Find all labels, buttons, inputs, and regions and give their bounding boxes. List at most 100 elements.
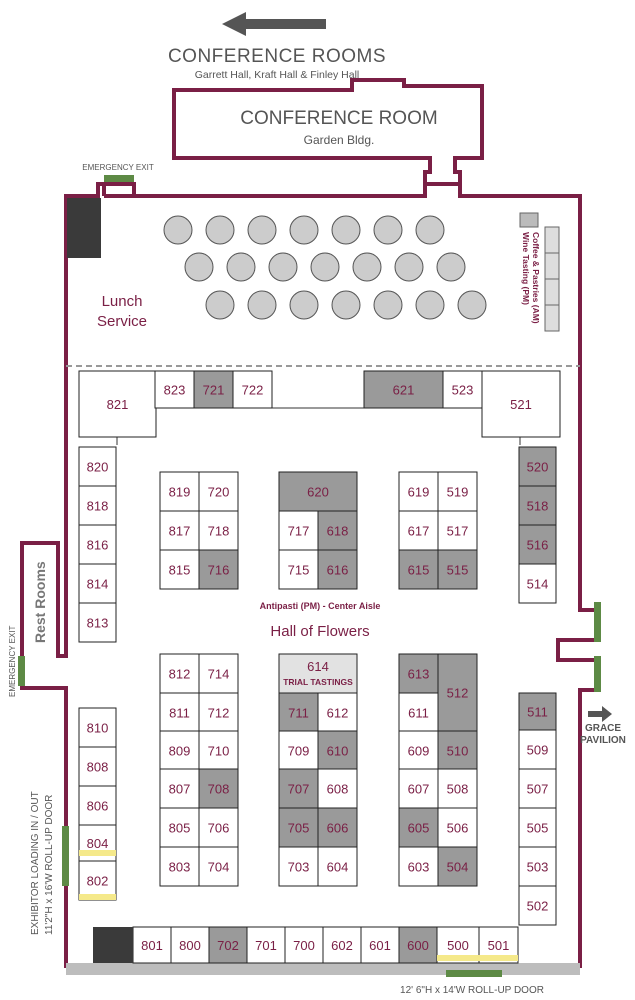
booth-806[interactable]: 806 <box>78 785 117 826</box>
booth-number: 619 <box>408 485 430 500</box>
booth-707[interactable]: 707 <box>278 768 319 809</box>
booth-box <box>198 807 239 848</box>
booth-519[interactable]: 519 <box>437 471 478 512</box>
booth-619[interactable]: 619 <box>398 471 439 512</box>
booth-816[interactable]: 816 <box>78 524 117 565</box>
booth-611[interactable]: 611 <box>398 692 439 733</box>
booth-number: 515 <box>447 563 469 578</box>
booth-722[interactable]: 722 <box>232 370 273 409</box>
booth-820[interactable]: 820 <box>78 446 117 487</box>
booth-504[interactable]: 504 <box>437 846 478 887</box>
booth-box <box>78 524 117 565</box>
booth-810[interactable]: 810 <box>78 707 117 748</box>
booth-717[interactable]: 717 <box>278 510 319 551</box>
booth-box <box>518 768 557 809</box>
booth-518[interactable]: 518 <box>518 485 557 526</box>
booth-number: 604 <box>327 860 349 875</box>
booth-814[interactable]: 814 <box>78 563 117 604</box>
booth-613[interactable]: 613 <box>398 653 439 694</box>
booth-512[interactable]: 512 <box>437 653 478 732</box>
booth-715[interactable]: 715 <box>278 549 319 590</box>
booth-703[interactable]: 703 <box>278 846 319 887</box>
booth-507[interactable]: 507 <box>518 768 557 809</box>
booth-813[interactable]: 813 <box>78 602 117 643</box>
booth-607[interactable]: 607 <box>398 768 439 809</box>
booth-box <box>198 471 239 512</box>
booth-818[interactable]: 818 <box>78 485 117 526</box>
booth-809[interactable]: 809 <box>159 730 200 771</box>
booth-601[interactable]: 601 <box>360 926 400 964</box>
booth-number: 615 <box>408 563 430 578</box>
booth-705[interactable]: 705 <box>278 807 319 848</box>
booth-701[interactable]: 701 <box>246 926 286 964</box>
booth-523[interactable]: 523 <box>442 370 483 409</box>
booth-708[interactable]: 708 <box>198 768 239 809</box>
booth-603[interactable]: 603 <box>398 846 439 887</box>
booth-511[interactable]: 511 <box>518 692 557 731</box>
booth-700[interactable]: 700 <box>284 926 324 964</box>
booth-600[interactable]: 600 <box>398 926 438 964</box>
booth-821[interactable]: 821 <box>78 370 157 438</box>
booth-712[interactable]: 712 <box>198 692 239 733</box>
booth-803[interactable]: 803 <box>159 846 200 887</box>
booth-510[interactable]: 510 <box>437 730 478 771</box>
booth-711[interactable]: 711 <box>278 692 319 733</box>
booth-606[interactable]: 606 <box>317 807 358 848</box>
booth-721[interactable]: 721 <box>193 370 234 409</box>
booth-610[interactable]: 610 <box>317 730 358 771</box>
booth-716[interactable]: 716 <box>198 549 239 590</box>
booth-800[interactable]: 800 <box>170 926 210 964</box>
booth-618[interactable]: 618 <box>317 510 358 551</box>
booth-709[interactable]: 709 <box>278 730 319 771</box>
conference-room-title: CONFERENCE ROOM <box>240 108 437 129</box>
booth-801[interactable]: 801 <box>132 926 172 964</box>
booth-box <box>154 370 195 409</box>
booth-706[interactable]: 706 <box>198 807 239 848</box>
booth-514[interactable]: 514 <box>518 563 557 604</box>
booth-621[interactable]: 621 <box>363 370 444 409</box>
booth-819[interactable]: 819 <box>159 471 200 512</box>
booth-number: 502 <box>527 899 549 914</box>
booth-520[interactable]: 520 <box>518 446 557 487</box>
booth-811[interactable]: 811 <box>159 692 200 733</box>
booth-508[interactable]: 508 <box>437 768 478 809</box>
booth-604[interactable]: 604 <box>317 846 358 887</box>
booth-823[interactable]: 823 <box>154 370 195 409</box>
lunch-table <box>226 252 256 282</box>
booth-609[interactable]: 609 <box>398 730 439 771</box>
booth-612[interactable]: 612 <box>317 692 358 733</box>
booth-805[interactable]: 805 <box>159 807 200 848</box>
booth-608[interactable]: 608 <box>317 768 358 809</box>
booth-720[interactable]: 720 <box>198 471 239 512</box>
booth-714[interactable]: 714 <box>198 653 239 694</box>
booth-815[interactable]: 815 <box>159 549 200 590</box>
booth-620[interactable]: 620 <box>278 471 358 512</box>
booth-718[interactable]: 718 <box>198 510 239 551</box>
booth-502[interactable]: 502 <box>518 885 557 926</box>
booth-812[interactable]: 812 <box>159 653 200 694</box>
booth-616[interactable]: 616 <box>317 549 358 590</box>
booth-702[interactable]: 702 <box>208 926 248 964</box>
booth-517[interactable]: 517 <box>437 510 478 551</box>
booth-505[interactable]: 505 <box>518 807 557 848</box>
booth-602[interactable]: 602 <box>322 926 362 964</box>
booth-802[interactable]: 802 <box>78 860 117 901</box>
booth-615[interactable]: 615 <box>398 549 439 590</box>
booth-817[interactable]: 817 <box>159 510 200 551</box>
booth-509[interactable]: 509 <box>518 729 557 770</box>
booth-704[interactable]: 704 <box>198 846 239 887</box>
booth-521[interactable]: 521 <box>481 370 561 438</box>
booth-515[interactable]: 515 <box>437 549 478 590</box>
booth-710[interactable]: 710 <box>198 730 239 771</box>
booth-number: 821 <box>107 397 129 412</box>
booth-617[interactable]: 617 <box>398 510 439 551</box>
booth-number: 512 <box>447 686 469 701</box>
emergency-exit-left-door <box>18 656 25 686</box>
booth-503[interactable]: 503 <box>518 846 557 887</box>
booth-506[interactable]: 506 <box>437 807 478 848</box>
booth-807[interactable]: 807 <box>159 768 200 809</box>
booth-516[interactable]: 516 <box>518 524 557 565</box>
booth-808[interactable]: 808 <box>78 746 117 787</box>
booth-605[interactable]: 605 <box>398 807 439 848</box>
